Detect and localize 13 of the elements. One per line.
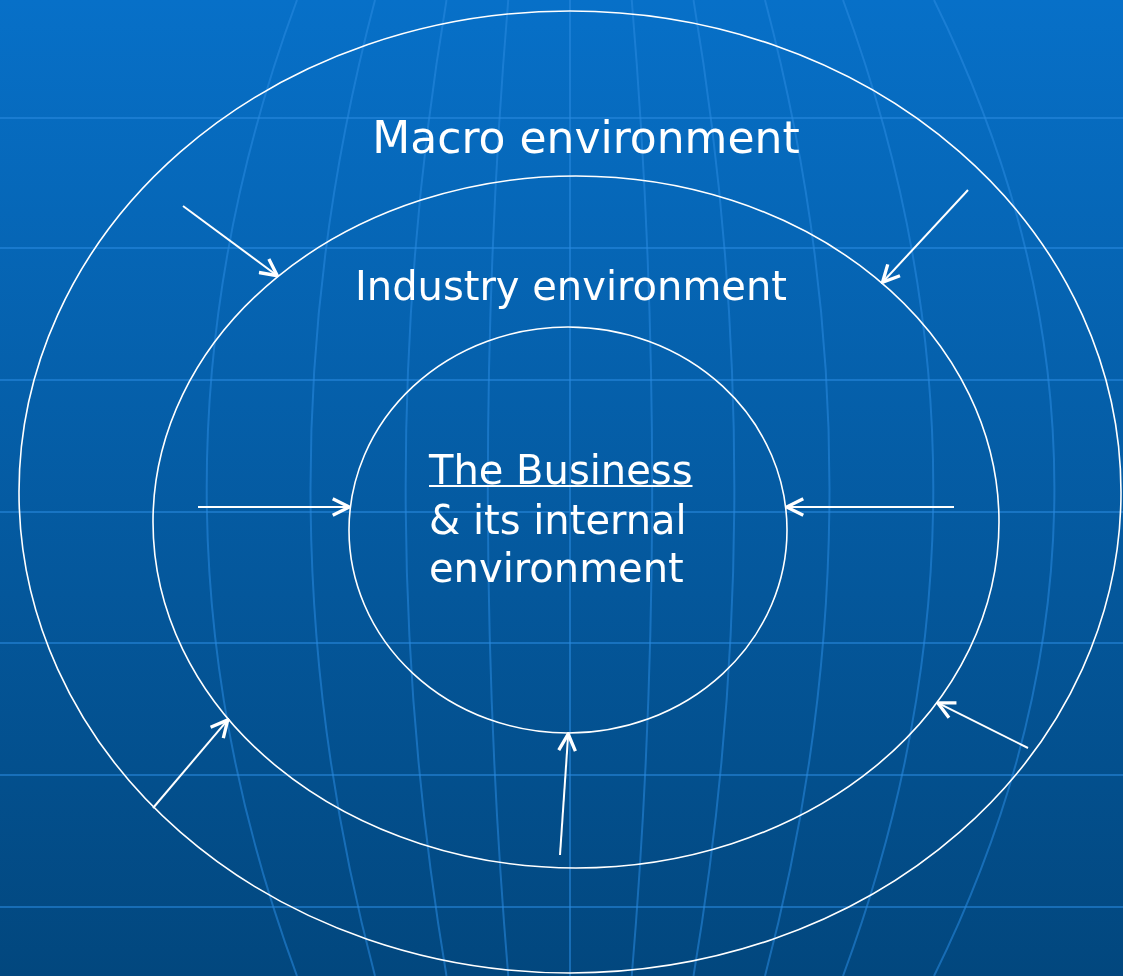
ellipse-label: Industry environment xyxy=(355,262,787,310)
ellipse-label: The Business xyxy=(429,446,693,494)
ellipse-description: & its internal environment xyxy=(429,496,688,592)
arrow xyxy=(936,701,1029,749)
ellipse-label: Macro environment xyxy=(372,112,800,165)
arrow xyxy=(152,718,230,809)
arrow xyxy=(784,497,955,517)
arrow xyxy=(197,497,352,517)
arrow xyxy=(557,732,578,856)
arrow xyxy=(182,205,279,278)
arrow xyxy=(880,189,969,284)
nested-ellipse xyxy=(348,326,788,734)
nested-ellipse xyxy=(152,175,1000,869)
